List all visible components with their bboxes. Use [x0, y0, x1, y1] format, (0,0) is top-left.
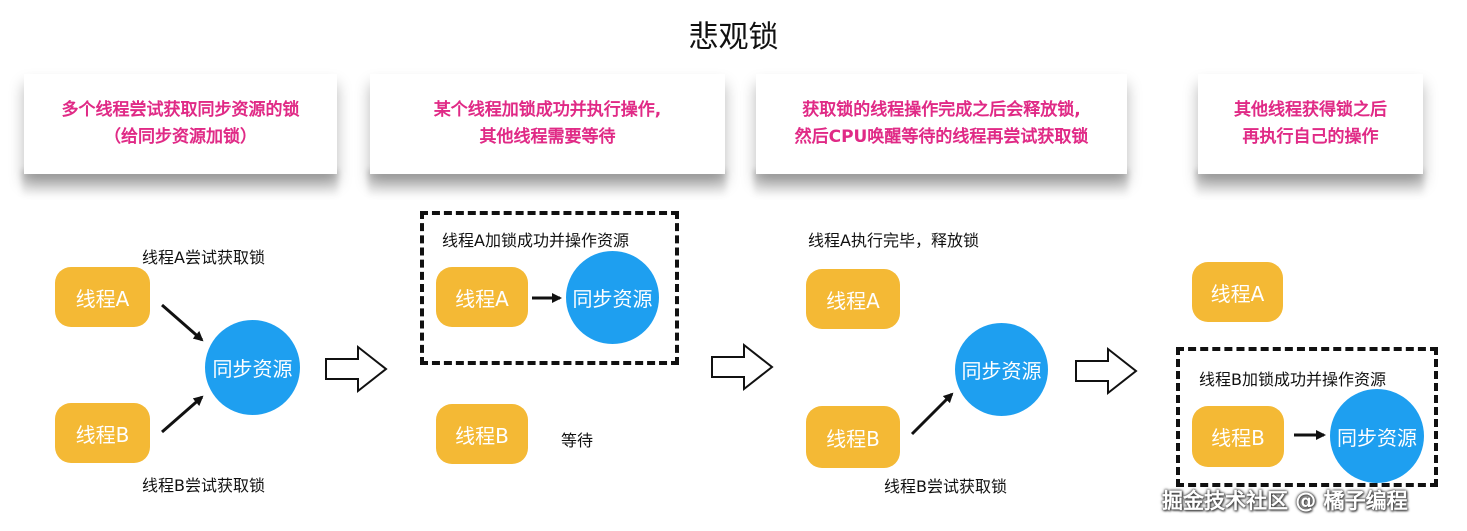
step-3-caption: 获取锁的线程操作完成之后会释放锁, 然后CPU唤醒等待的线程再尝试获取锁 — [756, 74, 1127, 174]
step-4-caption-line2: 再执行自己的操作 — [1242, 127, 1379, 147]
caption-shadow — [22, 170, 338, 196]
step-2-caption-line2: 其他线程需要等待 — [479, 127, 616, 147]
step-4-lock-box — [1176, 347, 1438, 487]
arrow-b-to-resource — [910, 392, 954, 436]
step-4-caption: 其他线程获得锁之后 再执行自己的操作 — [1198, 74, 1423, 174]
s1-thread-b-node: 线程B — [55, 403, 150, 463]
s2-thread-a-node: 线程A — [436, 267, 528, 327]
caption-shadow — [1196, 170, 1424, 196]
s2-thread-b-node: 线程B — [436, 404, 528, 464]
step-1-caption-line1: 多个线程尝试获取同步资源的锁 — [61, 100, 300, 120]
s4-thread-a-node: 线程A — [1192, 262, 1283, 322]
step-2-caption-line1: 某个线程加锁成功并执行操作, — [433, 100, 662, 120]
s3-thread-a-node: 线程A — [806, 269, 900, 329]
s4-thread-b-node: 线程B — [1192, 406, 1284, 467]
step-3-caption-line2: 然后CPU唤醒等待的线程再尝试获取锁 — [794, 127, 1089, 147]
step-3-caption-line1: 获取锁的线程操作完成之后会释放锁, — [802, 100, 1081, 120]
arrow-a-to-resource — [161, 303, 204, 342]
step-2-lock-box — [420, 211, 679, 365]
watermark: 掘金技术社区 @ 橘子编程 — [1162, 489, 1408, 513]
step-2-caption: 某个线程加锁成功并执行操作, 其他线程需要等待 — [370, 74, 725, 174]
s4-sync-resource-node: 同步资源 — [1330, 389, 1424, 483]
transition-arrow-icon — [711, 342, 774, 392]
diagram-title: 悲观锁 — [688, 20, 779, 55]
s3-thread-b-node: 线程B — [806, 406, 900, 468]
s3-release-label: 线程A执行完毕，释放锁 — [808, 231, 979, 250]
transition-arrow-icon — [1075, 346, 1138, 396]
caption-shadow — [754, 170, 1128, 196]
s1-thread-b-label: 线程B尝试获取锁 — [142, 476, 265, 495]
s2-wait-label: 等待 — [561, 431, 594, 450]
s2-lock-label: 线程A加锁成功并操作资源 — [442, 231, 629, 250]
step-1-caption-line2: （给同步资源加锁） — [104, 127, 257, 147]
step-1-caption: 多个线程尝试获取同步资源的锁 （给同步资源加锁） — [24, 74, 337, 174]
s2-sync-resource-node: 同步资源 — [566, 251, 659, 344]
s3-sync-resource-node: 同步资源 — [955, 323, 1048, 416]
transition-arrow-icon — [325, 344, 388, 394]
step-4-caption-line1: 其他线程获得锁之后 — [1234, 100, 1387, 120]
arrow-b-to-resource — [161, 395, 204, 434]
caption-shadow — [368, 170, 726, 196]
s1-sync-resource-node: 同步资源 — [205, 320, 300, 415]
s3-thread-b-label: 线程B尝试获取锁 — [884, 477, 1007, 496]
s1-thread-a-label: 线程A尝试获取锁 — [142, 248, 265, 267]
s4-lock-label: 线程B加锁成功并操作资源 — [1199, 370, 1386, 389]
s1-thread-a-node: 线程A — [55, 267, 150, 327]
